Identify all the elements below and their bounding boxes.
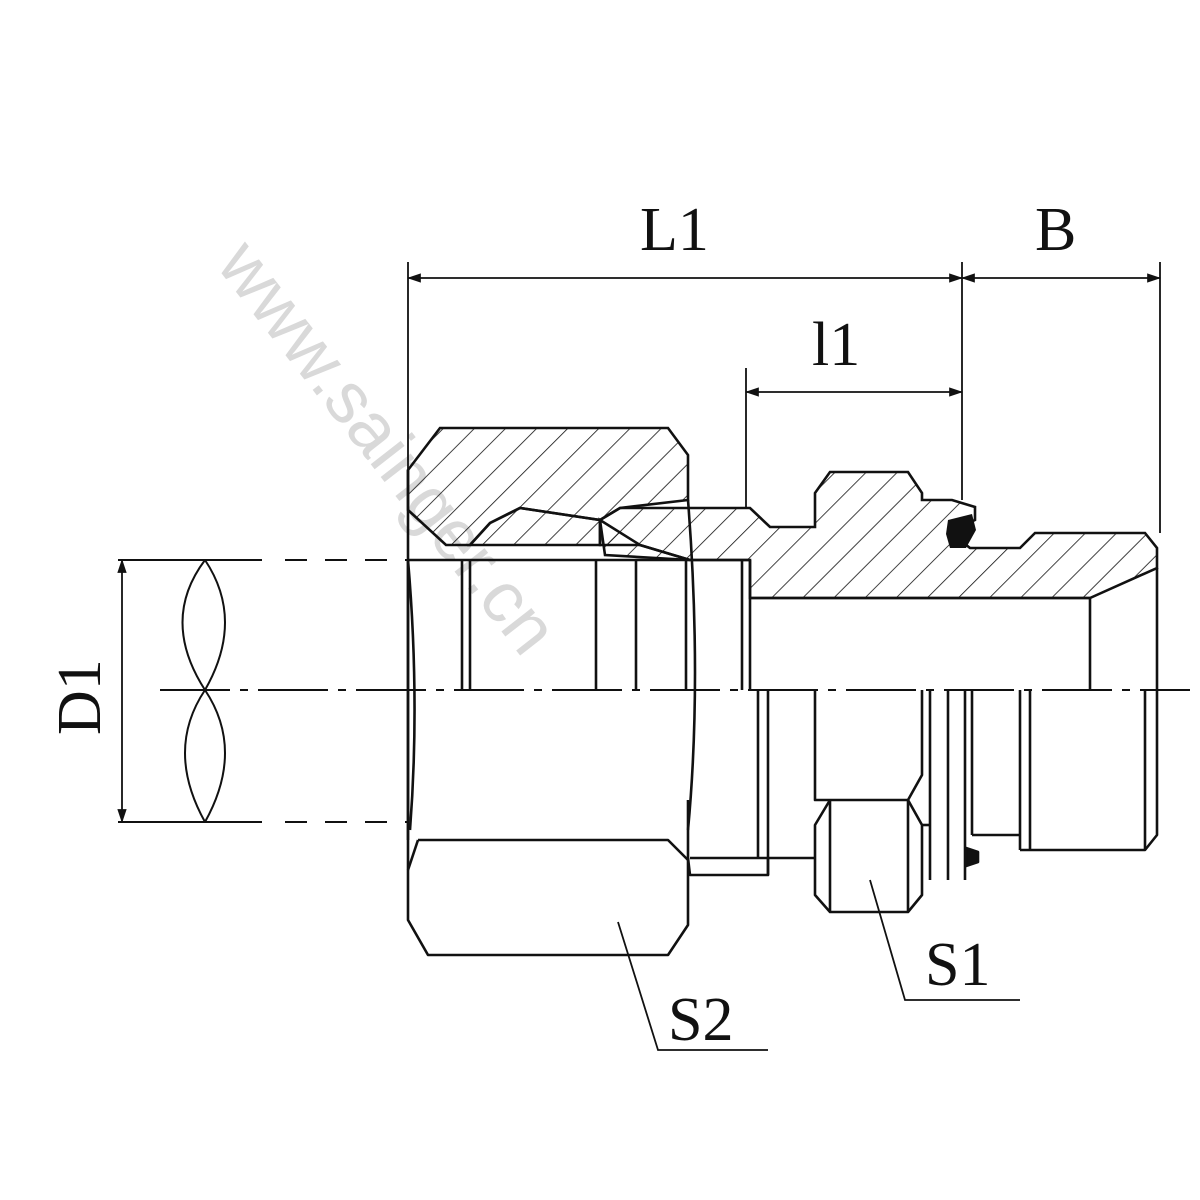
label-S1: S1 bbox=[925, 931, 990, 999]
label-D1: D1 bbox=[46, 659, 114, 735]
label-l1: l1 bbox=[812, 311, 860, 379]
tube bbox=[118, 559, 408, 823]
o-ring-seal bbox=[946, 514, 976, 548]
fitting-outline bbox=[406, 470, 1159, 957]
ring-section bbox=[467, 506, 691, 562]
dimension-lines bbox=[117, 262, 1162, 1051]
label-B: B bbox=[1035, 196, 1076, 264]
label-L1: L1 bbox=[640, 196, 709, 264]
label-S2: S2 bbox=[668, 986, 733, 1054]
